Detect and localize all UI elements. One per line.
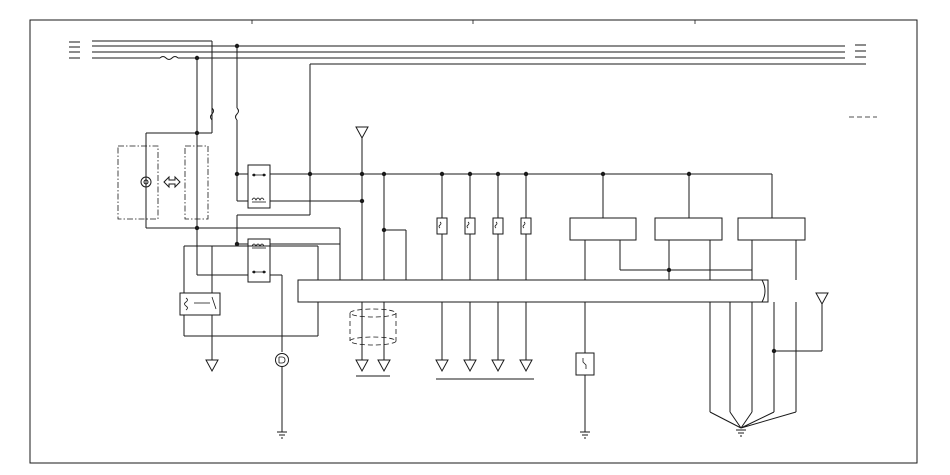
fused-feeds xyxy=(196,46,239,275)
module-b xyxy=(654,217,723,241)
ground-icon xyxy=(519,359,533,373)
bus-terminal-right-icon xyxy=(855,44,866,58)
relay-lower xyxy=(184,214,340,352)
relay-icon xyxy=(251,173,266,203)
double-arrow-icon xyxy=(163,175,181,189)
ground-icon xyxy=(377,359,391,373)
bus-terminal-left-icon xyxy=(69,41,80,59)
module-a xyxy=(569,217,637,241)
power-bus xyxy=(69,40,866,215)
door-switch-assembly xyxy=(117,130,341,280)
fuse-icon xyxy=(210,107,214,121)
fuse-icon xyxy=(159,56,179,60)
ground-icon xyxy=(580,431,590,439)
main-connector-block xyxy=(297,279,769,303)
switch-left xyxy=(179,246,319,373)
switch-bank xyxy=(435,174,534,380)
ground-icon xyxy=(277,431,287,439)
relay-icon xyxy=(251,243,266,274)
control-modules xyxy=(569,174,806,280)
ground-icon xyxy=(205,359,219,373)
antenna-icon xyxy=(815,292,829,306)
ground-icon xyxy=(435,359,449,373)
ground-icon xyxy=(463,359,477,373)
antenna-icon xyxy=(355,126,369,140)
motor-assembly xyxy=(275,353,289,439)
switch-icon xyxy=(464,217,476,235)
drawing-frame xyxy=(29,19,918,464)
relay-upper xyxy=(234,164,772,209)
fuse-icon xyxy=(235,107,239,121)
ground-harness xyxy=(575,292,829,439)
switch-icon xyxy=(184,297,188,311)
center-branches xyxy=(349,174,407,377)
connector-block-icon xyxy=(297,279,769,303)
motor-icon xyxy=(275,353,289,367)
module-c xyxy=(737,217,806,241)
ground-icon xyxy=(736,429,746,437)
switch-icon xyxy=(492,217,504,235)
switch-icon xyxy=(436,217,448,235)
antenna-top xyxy=(355,126,369,280)
ground-icon xyxy=(491,359,505,373)
switch-icon xyxy=(520,217,532,235)
speaker-icon xyxy=(140,176,152,188)
ground-icon xyxy=(355,359,369,373)
